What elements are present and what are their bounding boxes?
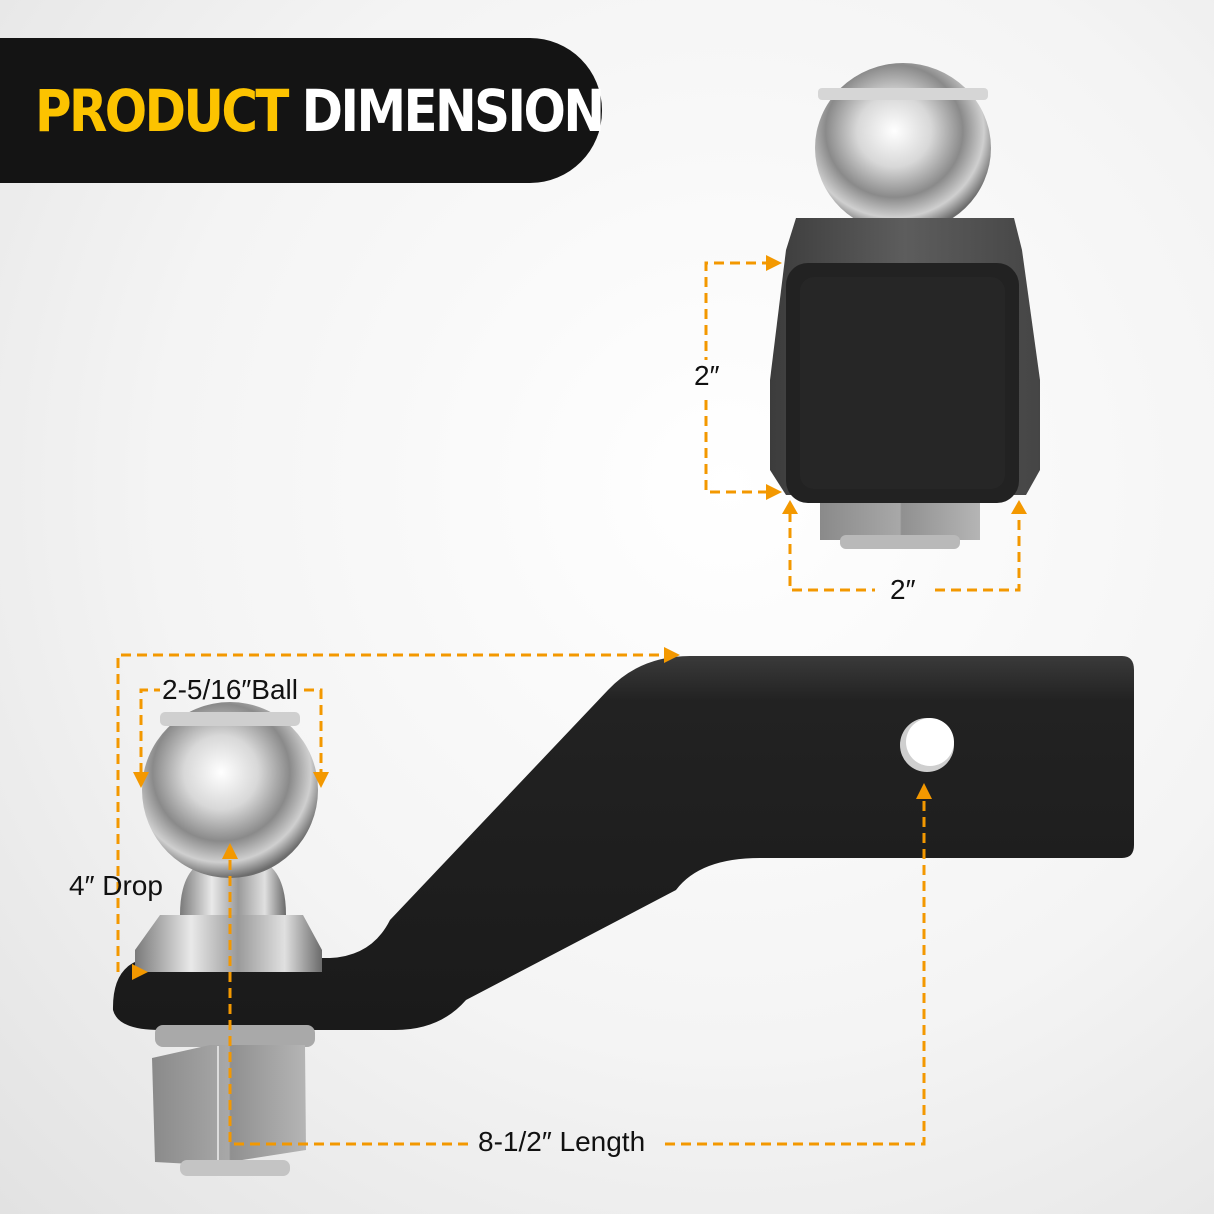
title-banner: PRODUCT DIMENSION	[0, 38, 605, 183]
ball-mount-shank	[112, 656, 1134, 1030]
hitch-ball-top-view	[815, 63, 991, 233]
side-view	[112, 656, 1134, 1176]
drop-label: 4″ Drop	[69, 870, 163, 901]
end-view	[770, 63, 1040, 549]
title-rest: DIMENSION	[301, 76, 605, 145]
title-highlight: PRODUCT	[35, 76, 289, 145]
receiver-height-label: 2″	[694, 360, 720, 391]
length-label: 8-1/2″ Length	[478, 1126, 646, 1157]
ball-diameter-label: 2-5/16″Ball	[162, 674, 298, 705]
dimension-arrowheads	[132, 255, 1027, 980]
page-title: PRODUCT DIMENSION	[35, 76, 605, 145]
receiver-width-label: 2″	[890, 574, 916, 605]
dimension-lines	[116, 261, 1021, 1146]
ball-neck	[180, 866, 286, 915]
hitch-ball	[142, 702, 318, 878]
